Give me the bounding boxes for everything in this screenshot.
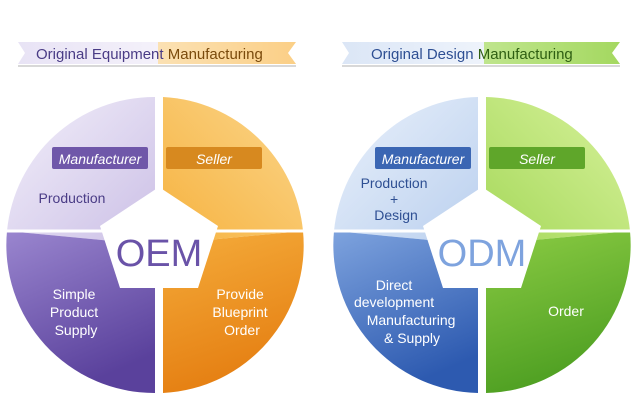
- odm-center-label: ODM: [438, 233, 527, 275]
- odm-production-design-text: Production + Design: [361, 175, 432, 223]
- oem-production-text: Production: [39, 190, 106, 206]
- oem-banner-right: [158, 42, 296, 64]
- oem-banner-left: [18, 42, 158, 64]
- oem-manufacturer-tag: [52, 147, 148, 169]
- odm-banner-left: [342, 42, 484, 64]
- odm-banner: Original Design Manufacturing: [342, 42, 620, 67]
- odm-order-text: Order: [548, 303, 584, 319]
- odm-group: Original Design Manufacturing ODM Manufa…: [332, 42, 632, 398]
- oem-provide-blueprint-order: Provide Blueprint Order: [212, 286, 271, 338]
- oem-quadrant-top-right: [155, 97, 303, 245]
- odm-manufacturer-tag: [375, 147, 471, 169]
- odm-center-pentagon: [423, 187, 541, 288]
- odm-banner-right: [484, 42, 620, 64]
- oem-seller-tag-label: Seller: [196, 151, 233, 167]
- odm-seller-tag-label: Seller: [519, 151, 556, 167]
- odm-manufacturer-tag-label: Manufacturer: [382, 151, 466, 167]
- odm-banner-title: Original Design Manufacturing: [371, 46, 573, 63]
- oem-seller-tag: [166, 147, 262, 169]
- oem-group: Original Equipment Manufacturing OEM Man…: [5, 42, 305, 398]
- oem-center-pentagon: [100, 187, 218, 288]
- oem-banner: Original Equipment Manufacturing: [18, 42, 296, 67]
- oem-manufacturer-tag-label: Manufacturer: [59, 151, 143, 167]
- odm-quadrant-top-left: [334, 97, 482, 245]
- oem-simple-product-supply: Simple Product Supply: [50, 286, 102, 338]
- oem-quadrant-top-left: [7, 96, 155, 246]
- odm-seller-tag: [489, 147, 585, 169]
- oem-center-label: OEM: [116, 233, 203, 275]
- oem-banner-title: Original Equipment Manufacturing: [36, 46, 263, 63]
- odm-quadrant-top-right: [482, 97, 630, 245]
- odm-direct-development-text: Direct development Manufacturing & Suppl…: [354, 277, 459, 346]
